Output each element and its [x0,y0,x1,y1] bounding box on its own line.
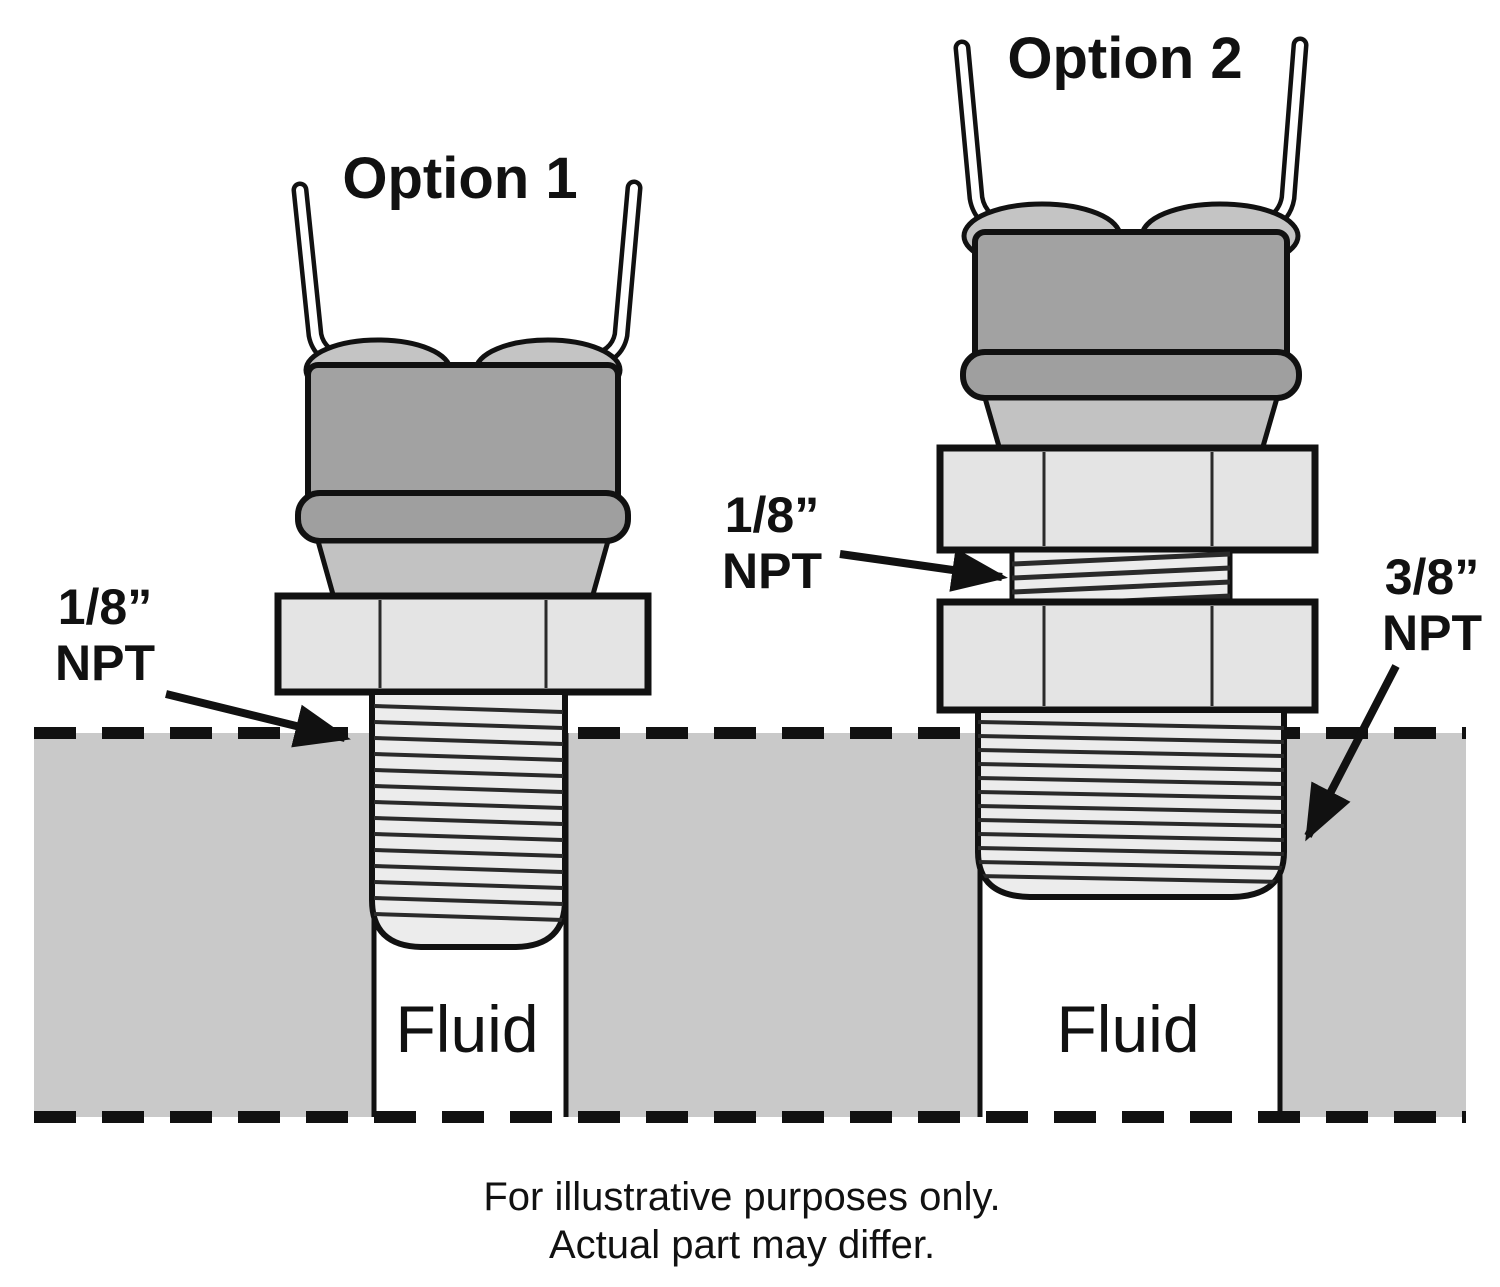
npt18-mid-arrow [839,548,1008,592]
threaded-shank-38npt [975,707,1287,900]
npt38-right-arrow [1304,664,1400,842]
option2-title: Option 2 [1007,26,1242,91]
adapter-threads-18npt [1009,547,1233,607]
sensor-collar [314,538,612,601]
npt38-right-type: NPT [1382,605,1482,661]
npt18-mid-type: NPT [722,543,822,599]
callout-npt38-right: 3/8” NPT [1304,549,1482,842]
npt38-right-size: 3/8” [1385,549,1480,605]
option2-sensor: Option 2 [936,26,1319,900]
option1-title: Option 1 [342,146,577,211]
fluid-label-right: Fluid [1056,992,1199,1066]
sensor-ring [960,349,1302,401]
terminal-prongs-icon [291,179,643,371]
npt18-mid-size: 1/8” [725,487,820,543]
hex-nut-lower [936,598,1319,714]
hex-nut [274,592,652,696]
caption: For illustrative purposes only. Actual p… [483,1175,1000,1267]
npt18-left-size: 1/8” [58,579,153,635]
npt18-left-type: NPT [55,635,155,691]
hex-nut-upper [936,444,1319,554]
caption-line2: Actual part may differ. [549,1223,935,1267]
sensor-body [305,362,621,508]
sensor-ring [295,490,631,544]
option1-sensor: Option 1 [274,146,652,950]
caption-line1: For illustrative purposes only. [483,1175,1000,1219]
callout-npt18-mid: 1/8” NPT [722,487,1008,599]
sensor-collar [981,395,1281,453]
callout-npt18-left: 1/8” NPT [55,579,351,748]
threaded-shank-18npt [369,689,568,950]
sensor-body [972,229,1290,365]
npt18-left-arrow [165,690,351,748]
fluid-label-left: Fluid [395,992,538,1066]
